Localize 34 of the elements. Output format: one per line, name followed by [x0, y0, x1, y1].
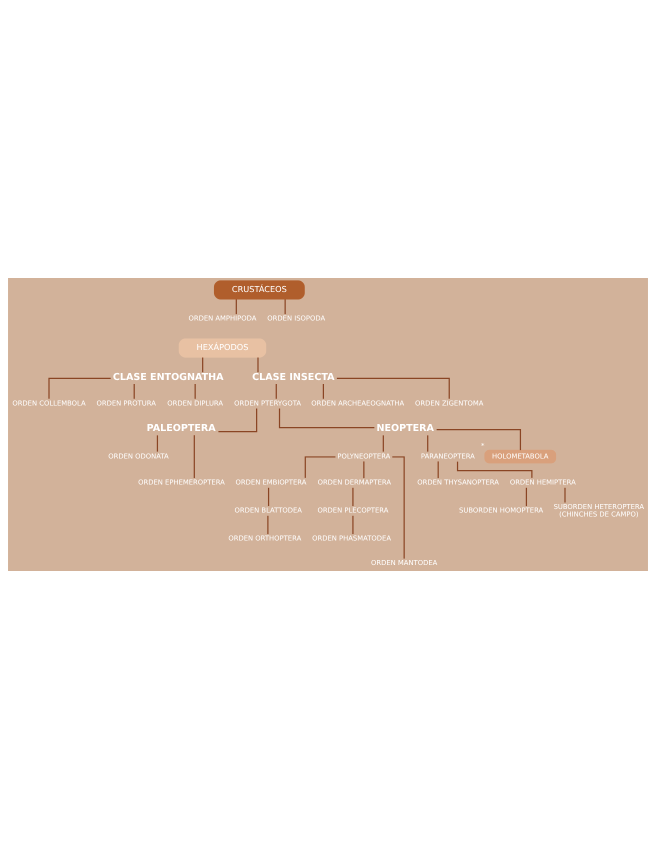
- node-text: NEOPTERA: [376, 422, 434, 434]
- node-box: CRUSTÁCEOS: [214, 280, 305, 300]
- connector: [156, 434, 158, 452]
- connector: [304, 456, 336, 478]
- connector: [267, 515, 268, 534]
- connector: [436, 428, 522, 450]
- connector: [194, 434, 195, 478]
- connector: [268, 487, 270, 506]
- connector: [336, 377, 450, 398]
- connector: [202, 357, 204, 372]
- connector: [392, 456, 405, 558]
- connector: [278, 408, 374, 428]
- connector: [438, 460, 439, 478]
- node-box: HEXÁPODOS: [178, 338, 266, 358]
- node-text: CLASE INSECTA: [252, 371, 334, 382]
- connector: [456, 461, 532, 478]
- connector: [194, 384, 196, 398]
- connector: [276, 384, 277, 398]
- connector: [427, 434, 428, 452]
- node-text: CLASE ENTOGNATHA: [112, 371, 224, 382]
- connector: [134, 384, 135, 398]
- node-text: PALEOPTERA: [146, 422, 216, 434]
- connector: [363, 460, 364, 478]
- connector: [48, 377, 111, 398]
- connector: [352, 515, 354, 534]
- connector: [236, 298, 237, 314]
- connector: [257, 357, 259, 372]
- connector: [284, 298, 286, 314]
- connector: [322, 384, 324, 398]
- connector: [526, 487, 528, 506]
- connector: [382, 434, 384, 452]
- connector: [218, 408, 258, 432]
- connector: [564, 487, 566, 502]
- connector: [352, 487, 354, 506]
